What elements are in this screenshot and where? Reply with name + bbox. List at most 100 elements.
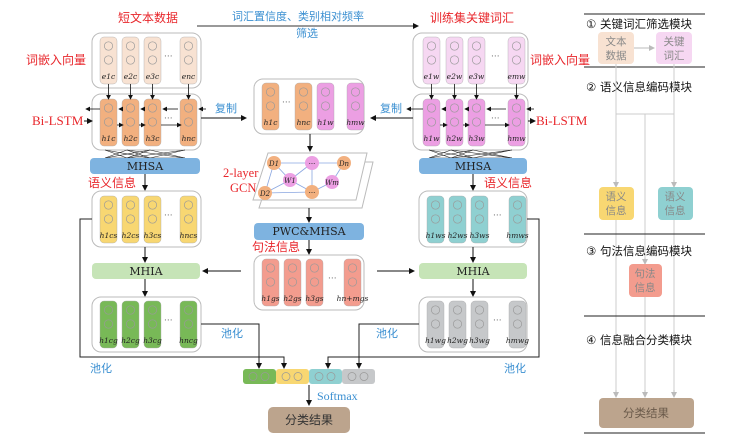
vector-cell: h3cs (144, 195, 161, 244)
neuron-circle (265, 277, 276, 287)
neuron-circle (512, 305, 523, 315)
neuron-circle (449, 41, 460, 51)
vector-cell: emw (508, 36, 527, 85)
copy-left-label: 复制 (215, 101, 237, 115)
vector-column (305, 258, 324, 307)
graph-node (337, 156, 351, 170)
neuron-circle (183, 41, 194, 51)
neuron-circle (359, 372, 369, 381)
vector-column (343, 258, 362, 307)
mhia-right-label: MHIA (456, 265, 490, 278)
vector-label: h2cs (122, 231, 140, 240)
vector-column (261, 82, 280, 131)
vector-column (426, 300, 445, 349)
module-3-title: ③ 句法信息编码模块 (586, 244, 692, 258)
graph-node (305, 156, 319, 170)
vector-column (99, 300, 118, 349)
fused-segment (309, 369, 342, 384)
neuron-circle (511, 41, 522, 51)
embed-left-label: 词嵌入向量 (26, 52, 86, 67)
vector-label: e3c (146, 72, 160, 81)
neuron-circle (452, 305, 463, 315)
skip-connection-right (325, 218, 540, 369)
vector-cell: h3c (143, 98, 162, 147)
m1-chip-b-line1: 关键 (664, 35, 685, 48)
vector-cell: hnc (294, 82, 313, 131)
neuron-circle (147, 319, 158, 329)
neuron-circle (314, 372, 324, 381)
vector-label: h1wg (425, 336, 446, 345)
module-4-title: ④ 信息融合分类模块 (586, 333, 692, 347)
neuron-circle (103, 41, 114, 51)
gcn-label-2: GCN (230, 181, 256, 195)
ellipsis: ··· (164, 316, 173, 326)
vector-cell: hmwg (506, 300, 529, 349)
neuron-circle (125, 117, 136, 127)
vector-label: h2w (446, 134, 463, 143)
vector-label: enc (182, 72, 196, 81)
vector-cell: enc (179, 36, 198, 85)
vector-label: h2ws (448, 231, 468, 240)
neuron-circle (183, 55, 194, 65)
graph-node (267, 156, 281, 170)
result-block (268, 407, 350, 433)
neuron-circle (449, 117, 460, 127)
neuron-circle (309, 277, 320, 287)
m4-chip-result (599, 398, 694, 428)
result-label: 分类结果 (285, 413, 333, 427)
neuron-circle (183, 319, 194, 329)
mhia-left-block (92, 263, 200, 279)
neuron-circle (347, 277, 358, 287)
skip-connection-left (79, 218, 287, 369)
neuron-circle (125, 41, 136, 51)
neuron-circle (265, 87, 276, 97)
neuron-circle (125, 200, 136, 210)
vector-column (283, 258, 302, 307)
vector-column (508, 195, 527, 244)
graph-node (325, 175, 339, 189)
vector-label: hmw (507, 134, 526, 143)
vector-label: e2w (447, 72, 463, 81)
neuron-circle (430, 319, 441, 329)
vector-label: hmwg (506, 336, 529, 345)
vector-label: h2gs (283, 294, 301, 303)
vector-cell: h1cs (100, 195, 118, 244)
m3-chip-syntax (629, 264, 662, 297)
ellipsis: ··· (282, 98, 291, 108)
vector-cell: h1cg (99, 300, 118, 349)
neuron-circle (147, 200, 158, 210)
vector-label: h2wg (447, 336, 468, 345)
vector-label: hncs (180, 231, 198, 240)
neuron-circle (298, 87, 309, 97)
neuron-circle (449, 55, 460, 65)
vector-label: emw (508, 72, 527, 81)
vector-cell: h1c (261, 82, 280, 131)
vector-label: h3wg (469, 336, 490, 345)
m2-chip-semantic-a (599, 187, 634, 220)
vector-cell: h3ws (470, 195, 490, 244)
vector-label: h1cs (100, 231, 118, 240)
ellipsis: ··· (164, 52, 173, 62)
mhsa-right-label: MHSA (455, 160, 492, 173)
fused-segment (276, 369, 309, 384)
neuron-circle (430, 305, 441, 315)
neuron-circle (183, 214, 194, 224)
vector-column (470, 300, 489, 349)
vector-column (508, 300, 527, 349)
m1-chip-text-data (598, 32, 634, 64)
neuron-circle (103, 305, 114, 315)
neuron-circle (474, 214, 485, 224)
vector-cell: e1w (422, 36, 441, 85)
vector-label: e2c (124, 72, 138, 81)
neuron-circle (183, 200, 194, 210)
m1-chip-b-line2: 词汇 (664, 49, 685, 62)
m3-chip-line1: 句法 (635, 267, 656, 280)
fused-vector (243, 369, 375, 384)
pool-label-3: 池化 (376, 326, 398, 340)
lstm-recurrent-arrows (85, 106, 206, 128)
vector-column (143, 300, 162, 349)
vector-cell: h1wg (425, 300, 446, 349)
vector-label: e1w (424, 72, 440, 81)
